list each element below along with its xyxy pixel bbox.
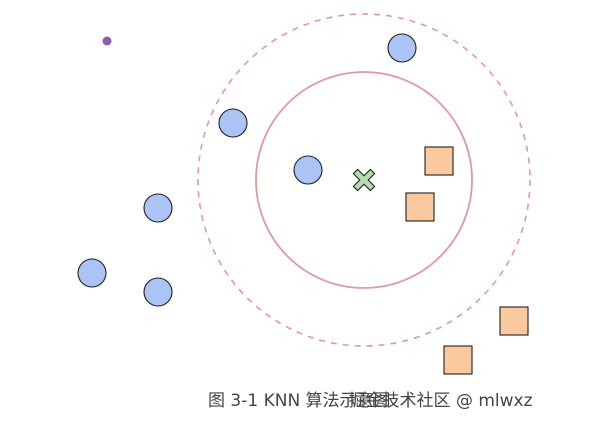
- circle-point: [77, 258, 107, 288]
- circle-point: [293, 155, 323, 185]
- square-point: [405, 192, 435, 222]
- square-point: [424, 146, 454, 176]
- outer-dashed-ring: [197, 13, 531, 347]
- figure-caption: 图 3-1 KNN 算法示意图掘金技术社区 @ mlwxz: [208, 386, 533, 411]
- circle-point: [143, 277, 173, 307]
- circle-point: [387, 33, 417, 63]
- square-point: [443, 345, 473, 375]
- inner-solid-ring: [255, 71, 473, 289]
- circle-point: [218, 108, 248, 138]
- caption-text: 图 3-1 KNN 算法示意图: [208, 391, 391, 411]
- watermark-text: 掘金技术社区 @ mlwxz: [348, 391, 533, 411]
- purple-dot: [102, 36, 112, 46]
- x-mark-icon: [352, 168, 376, 192]
- circle-point: [143, 193, 173, 223]
- square-point: [499, 306, 529, 336]
